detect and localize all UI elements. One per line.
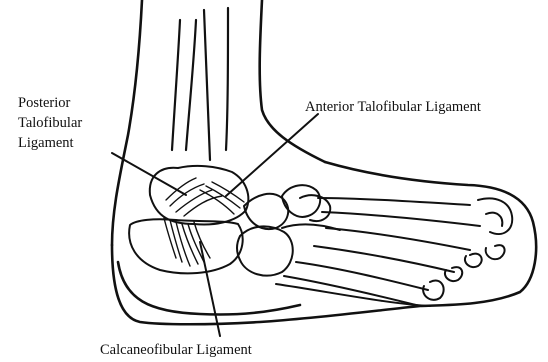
leg-bones xyxy=(172,8,228,160)
posterior-talofibular-label: Posterior Talofibular Ligament xyxy=(18,93,82,153)
metatarsals xyxy=(318,198,470,205)
posterior-talofibular-label-line: Talofibular xyxy=(18,113,82,133)
posterior-talofibular-label-line: Posterior xyxy=(18,93,82,113)
leg-outline xyxy=(112,0,325,245)
posterior-talofibular-label-line: Ligament xyxy=(18,133,82,153)
calcaneofibular-label: Calcaneofibular Ligament xyxy=(100,340,252,360)
anterior-talofibular-label: Anterior Talofibular Ligament xyxy=(305,97,481,117)
leader-calcaneofibular xyxy=(200,242,220,336)
cuboid xyxy=(237,226,293,275)
calcaneus xyxy=(129,219,243,273)
